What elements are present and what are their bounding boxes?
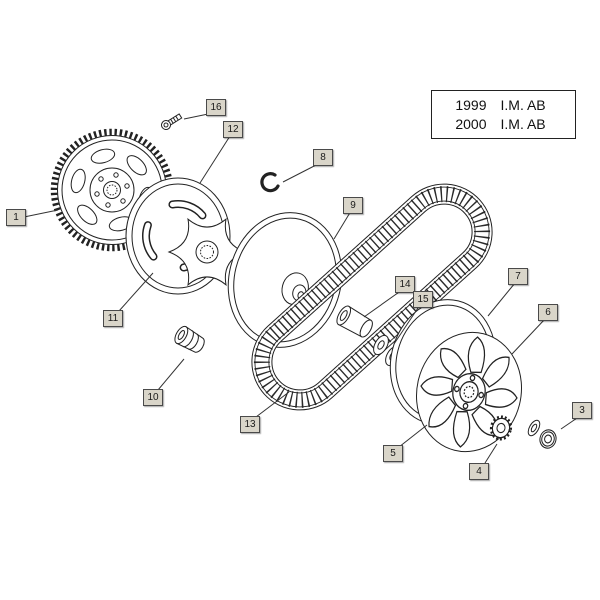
callout-6: 6 (538, 304, 558, 321)
model-year-table: 1999 I.M. AB 2000 I.M. AB (431, 90, 576, 139)
leader-lines (23, 112, 581, 464)
spacer-sleeve (336, 305, 373, 338)
callout-7: 7 (508, 268, 528, 285)
leader-line-7 (487, 282, 516, 317)
roller-cage-plate (167, 217, 247, 287)
drive-belt (251, 183, 493, 411)
leader-line-14 (363, 289, 403, 318)
callout-10: 10 (143, 389, 163, 406)
leader-line-11 (118, 272, 154, 312)
model-code: I.M. AB (500, 116, 546, 132)
callout-9: 9 (343, 197, 363, 214)
callout-8: 8 (313, 149, 333, 166)
leader-line-15 (393, 304, 421, 345)
bushing (174, 325, 205, 353)
leader-line-6 (511, 318, 546, 355)
leader-line-9 (333, 210, 352, 240)
leader-line-8 (282, 162, 321, 183)
callout-15: 15 (413, 291, 433, 308)
leader-line-13 (255, 391, 290, 418)
year-value: 1999 (455, 97, 487, 113)
model-code: I.M. AB (500, 97, 546, 113)
callout-11: 11 (103, 310, 123, 327)
leader-line-5 (398, 424, 428, 448)
callout-3: 3 (572, 402, 592, 419)
woodruff-clip (260, 172, 280, 193)
callout-16: 16 (206, 99, 226, 116)
callout-14: 14 (395, 276, 415, 293)
callout-13: 13 (240, 416, 260, 433)
lock-nut (527, 419, 557, 449)
leader-line-4 (484, 443, 498, 464)
year-value: 2000 (455, 116, 487, 132)
leader-line-10 (157, 358, 185, 391)
bolt (161, 113, 183, 130)
callout-5: 5 (383, 445, 403, 462)
leader-line-12 (199, 135, 231, 184)
callout-4: 4 (469, 463, 489, 480)
leader-line-1 (23, 209, 59, 218)
callout-12: 12 (223, 121, 243, 138)
callout-1: 1 (6, 209, 26, 226)
model-year-row: 1999 I.M. AB (432, 97, 575, 113)
model-year-row: 2000 I.M. AB (432, 116, 575, 132)
